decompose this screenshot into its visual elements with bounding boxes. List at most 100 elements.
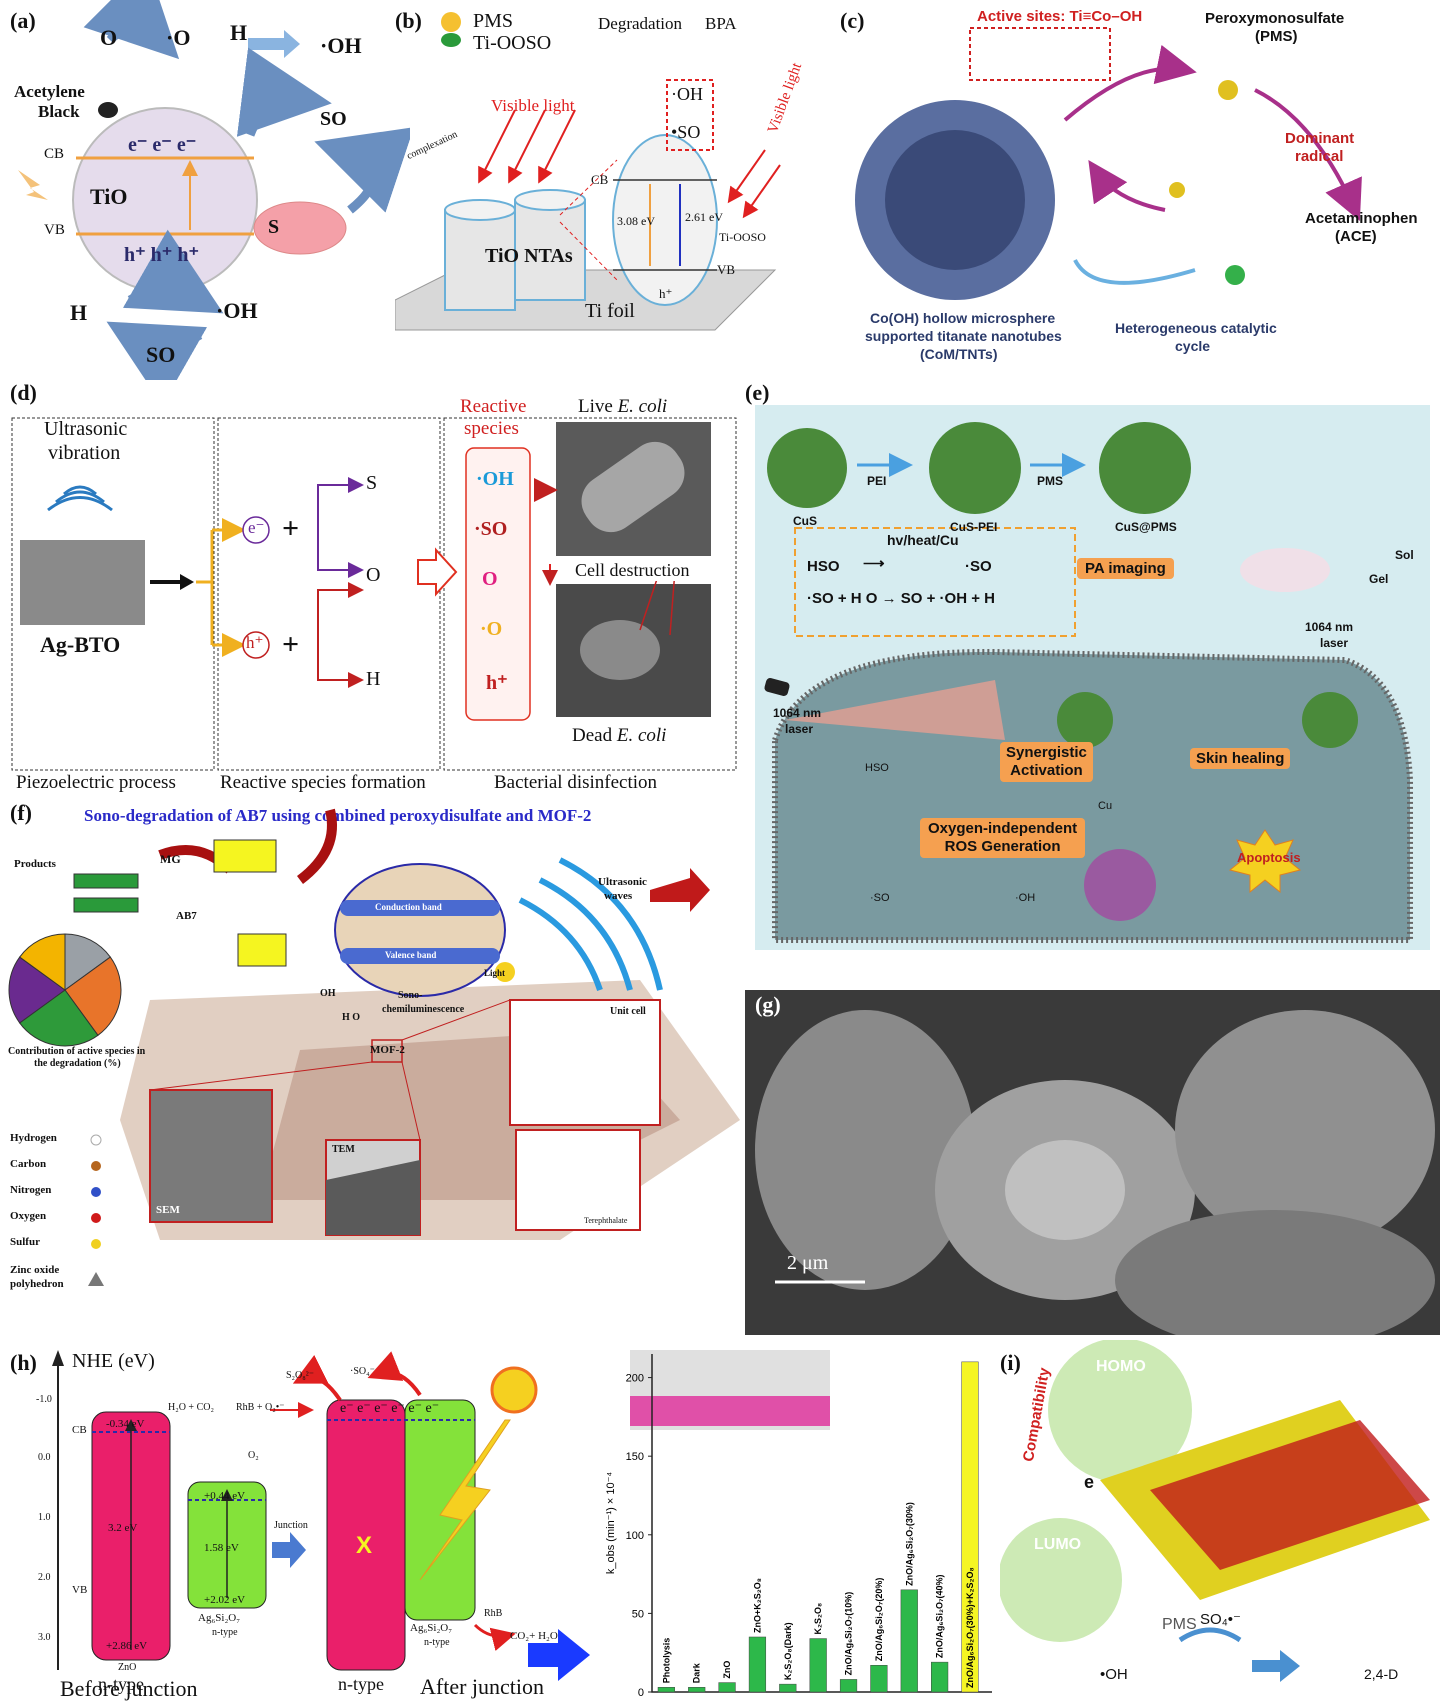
e-eq1-arrow: ⟶ xyxy=(863,555,885,572)
e-cus: CuS xyxy=(793,514,817,528)
h-rhb-o2: RhB + O₂•⁻ xyxy=(236,1402,285,1413)
bar-label-4: K₂S₂O₈(Dark) xyxy=(783,1622,793,1680)
f-legend-nitrogen: Nitrogen xyxy=(10,1184,52,1196)
bar-8 xyxy=(900,1589,918,1693)
panel-e-label: (e) xyxy=(745,380,770,405)
a-black: Black xyxy=(38,102,80,121)
h-ag-2: Ag₆Si₂O₇ xyxy=(410,1622,453,1634)
h-zno-gap: 3.2 eV xyxy=(108,1522,138,1534)
c-pms-abbr: (PMS) xyxy=(1255,28,1298,45)
pie-slice-1 xyxy=(64,956,122,1037)
a-electrons: e⁻ e⁻ e⁻ xyxy=(128,134,197,156)
e-eq2: ·SO + H O → SO + ·OH + H xyxy=(807,590,995,607)
e-oxygen-2: ROS Generation xyxy=(944,838,1061,855)
pie-slice-2 xyxy=(18,989,99,1047)
bar-1 xyxy=(688,1687,706,1693)
h-o2: O₂ xyxy=(248,1450,259,1461)
bar-9 xyxy=(931,1661,949,1693)
d-plus-2: + xyxy=(282,628,300,661)
h-ag-gap: 1.58 eV xyxy=(204,1542,239,1554)
i-d24: 2,4-D xyxy=(1364,1666,1399,1682)
d-agbto: Ag-BTO xyxy=(40,632,121,657)
e-hso5: HSO xyxy=(865,762,889,774)
c-active-sites: Active sites: Ti≡Co–OH xyxy=(977,8,1143,25)
panel-c-diagram xyxy=(855,27,1362,300)
d-live: Live E. coli xyxy=(578,396,667,418)
panel-h: (h) NHE (eV) -1.0 0.0 1.0 2.0 3.0 CB VB … xyxy=(0,1340,1000,1701)
a-tio2: TiO xyxy=(90,184,128,209)
a-s2o8: S xyxy=(268,216,280,238)
panel-d: (d) Ultrasonic xyxy=(0,380,745,800)
d-h: h⁺ xyxy=(486,672,508,694)
f-h2o: H O xyxy=(342,1012,361,1023)
bar-6 xyxy=(839,1679,858,1693)
e-cu2: Cu xyxy=(1098,800,1113,812)
panel-a: (a) O ·O H ·OH Acetylene Black CB VB e⁻ … xyxy=(0,0,410,380)
f-sem: SEM xyxy=(156,1204,180,1216)
e-oh: ·OH xyxy=(1015,892,1036,904)
f-tem: TEM xyxy=(332,1144,355,1155)
h-ntype-4: n-type xyxy=(424,1637,450,1648)
d-dead-word: Dead xyxy=(572,725,613,746)
h-junction: Junction xyxy=(274,1520,308,1531)
f-legend-hydrogen: Hydrogen xyxy=(10,1132,57,1144)
i-pms: PMS xyxy=(1162,1616,1197,1633)
a-so4: SO xyxy=(320,108,347,130)
g-scale: 2 μm xyxy=(787,1252,829,1274)
i-e: e xyxy=(1084,1472,1095,1492)
b-vb: VB xyxy=(717,262,736,277)
h-nhe: NHE (eV) xyxy=(72,1350,155,1372)
a-h2o: H xyxy=(70,300,88,325)
panel-g: (g) 2 μm xyxy=(745,990,1440,1335)
bar-label-5: K₂S₂O₈ xyxy=(813,1603,823,1635)
pie-slice-4 xyxy=(18,933,66,991)
panel-g-sem xyxy=(745,990,1440,1335)
h-vial-liquid xyxy=(630,1396,830,1426)
h-ag-vb: +2.02 eV xyxy=(204,1594,246,1606)
h-ytick-3: 2.0 xyxy=(38,1572,51,1583)
b-ti-oos: Ti-OOSO xyxy=(719,230,766,244)
d-hplus: h⁺ xyxy=(246,633,264,652)
c-dominant: Dominant xyxy=(1285,130,1355,147)
h-after: After junction xyxy=(420,1674,545,1699)
panel-e: (e) PEI PMS CuS CuS-PEI CuS@PMS Sol Gel … xyxy=(745,380,1440,980)
e-pms: PMS xyxy=(1037,474,1064,488)
d-live-word: Live xyxy=(578,396,613,417)
c-cycle-1: Heterogeneous catalytic xyxy=(1115,320,1277,336)
bar-label-10: ZnO/Ag₆Si₂O₇(30%)+K₂S₂O₈ xyxy=(965,1567,975,1688)
a-so4-bottom: SO xyxy=(146,342,176,367)
f-legend-zinc-2: polyhedron xyxy=(10,1278,64,1290)
d-bd: Bacterial disinfection xyxy=(494,772,658,793)
d-dead: Dead E. coli xyxy=(572,725,666,747)
f-title: Sono-degradation of AB7 using combined p… xyxy=(84,806,592,825)
y-tick-label-0: 0 xyxy=(638,1687,644,1699)
panel-b-diagram xyxy=(395,12,781,331)
c-ace: Acetaminophen xyxy=(1305,210,1418,227)
b-ev-261: 2.61 eV xyxy=(685,210,723,224)
f-contrib1: Contribution of active species in xyxy=(8,1046,146,1057)
b-degradation: Degradation xyxy=(598,14,683,33)
panel-b-label: (b) xyxy=(395,8,422,33)
y-tick-label-3: 150 xyxy=(626,1451,644,1463)
bar-3 xyxy=(748,1636,767,1693)
e-pa: PA imaging xyxy=(1077,558,1174,579)
f-legend-carbon: Carbon xyxy=(10,1158,47,1170)
bar-label-0: Photolysis xyxy=(661,1638,671,1684)
b-tiooso3: Ti-OOSO xyxy=(473,32,552,54)
d-eminus: e⁻ xyxy=(248,518,265,537)
b-cb: CB xyxy=(591,172,609,187)
e-eq1b: ·SO xyxy=(965,558,992,575)
bar-label-3: ZnO+K₂S₂O₈ xyxy=(752,1578,762,1633)
panel-f: (f) Sono-degradation of AB7 using combin… xyxy=(0,800,745,1340)
b-tio2-ntas: TiO NTAs xyxy=(485,245,573,267)
b-bpa: BPA xyxy=(705,14,737,33)
bar-4 xyxy=(779,1683,797,1693)
d-dead-ecoli: E. coli xyxy=(616,725,667,746)
c-com-2: supported titanate nanotubes xyxy=(865,328,1062,344)
bar-label-6: ZnO/Ag₆Si₂O₇(10%) xyxy=(844,1592,854,1676)
a-acetylene: Acetylene xyxy=(14,82,85,101)
e-sol: Sol xyxy=(1395,548,1414,562)
y-axis-label: k_obs (min⁻¹) × 10⁻⁴ xyxy=(605,1472,617,1575)
h-h2o-co2: H₂O + CO₂ xyxy=(168,1402,214,1413)
